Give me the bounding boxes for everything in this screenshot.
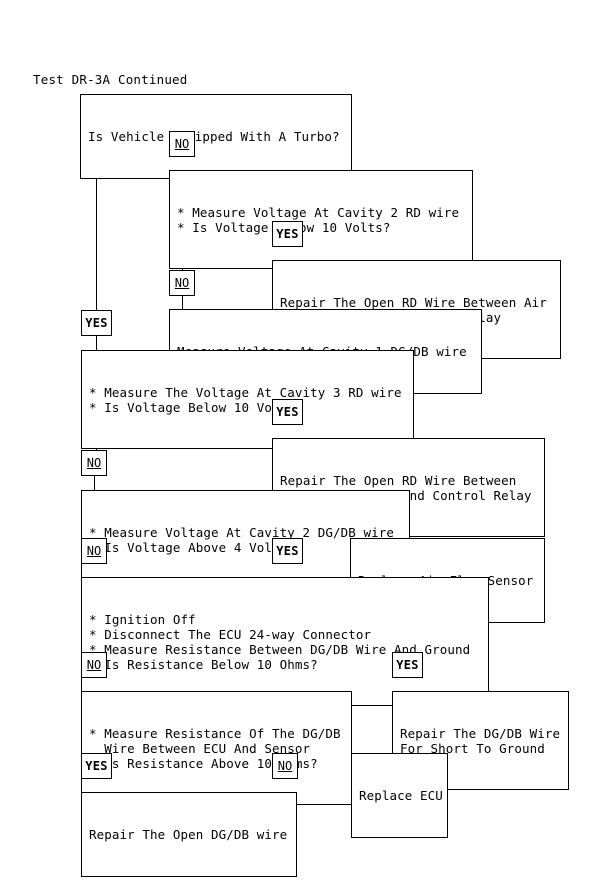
branch-label-no-resistance-ground[interactable]: NO — [81, 652, 107, 678]
branch-label-no-cavity2-dgdb[interactable]: NO — [81, 538, 107, 564]
branch-label-yes-turbo[interactable]: YES — [81, 310, 112, 336]
branch-label-yes-cavity2-dgdb[interactable]: YES — [272, 538, 303, 564]
node-measure-resistance-ecu-sensor[interactable]: * Measure Resistance Of The DG/DB Wire B… — [81, 691, 352, 805]
connector-line — [96, 120, 98, 310]
page-title: Test DR-3A Continued — [33, 72, 188, 87]
node-measure-cavity2-rd[interactable]: * Measure Voltage At Cavity 2 RD wire * … — [169, 170, 473, 269]
node-text: Repair The Open DG/DB wire — [89, 827, 288, 842]
node-text: Is Vehicle Equipped With A Turbo? — [88, 129, 340, 144]
node-measure-cavity3-rd[interactable]: * Measure The Voltage At Cavity 3 RD wir… — [81, 350, 414, 449]
node-replace-ecu[interactable]: Replace ECU — [351, 753, 448, 838]
node-text: * Measure Resistance Of The DG/DB Wire B… — [89, 726, 341, 771]
node-text: * Measure The Voltage At Cavity 3 RD wir… — [89, 385, 402, 415]
connector-line — [96, 336, 98, 350]
branch-label-yes-resistance-ground[interactable]: YES — [392, 652, 423, 678]
connector-line — [94, 476, 96, 490]
node-is-vehicle-turbo[interactable]: Is Vehicle Equipped With A Turbo? — [80, 94, 352, 179]
node-repair-open-dgdb-wire[interactable]: Repair The Open DG/DB wire — [81, 792, 297, 877]
node-text: * Measure Voltage At Cavity 2 RD wire * … — [177, 205, 460, 235]
node-text: Repair The DG/DB Wire For Short To Groun… — [400, 726, 561, 756]
branch-label-no-cavity2-rd[interactable]: NO — [169, 270, 195, 296]
branch-label-no-cavity3-rd[interactable]: NO — [81, 450, 107, 476]
branch-label-yes-cavity2-rd[interactable]: YES — [272, 221, 303, 247]
connector-line — [182, 296, 184, 309]
branch-label-no-resistance-ecu[interactable]: NO — [272, 753, 298, 779]
branch-label-yes-cavity3-rd[interactable]: YES — [272, 399, 303, 425]
node-text: Replace ECU — [359, 788, 443, 803]
branch-label-no-turbo[interactable]: NO — [169, 131, 195, 157]
branch-label-yes-resistance-ecu[interactable]: YES — [81, 753, 112, 779]
node-text: * Ignition Off * Disconnect The ECU 24-w… — [89, 612, 471, 672]
node-measure-resistance-ground[interactable]: * Ignition Off * Disconnect The ECU 24-w… — [81, 577, 489, 706]
